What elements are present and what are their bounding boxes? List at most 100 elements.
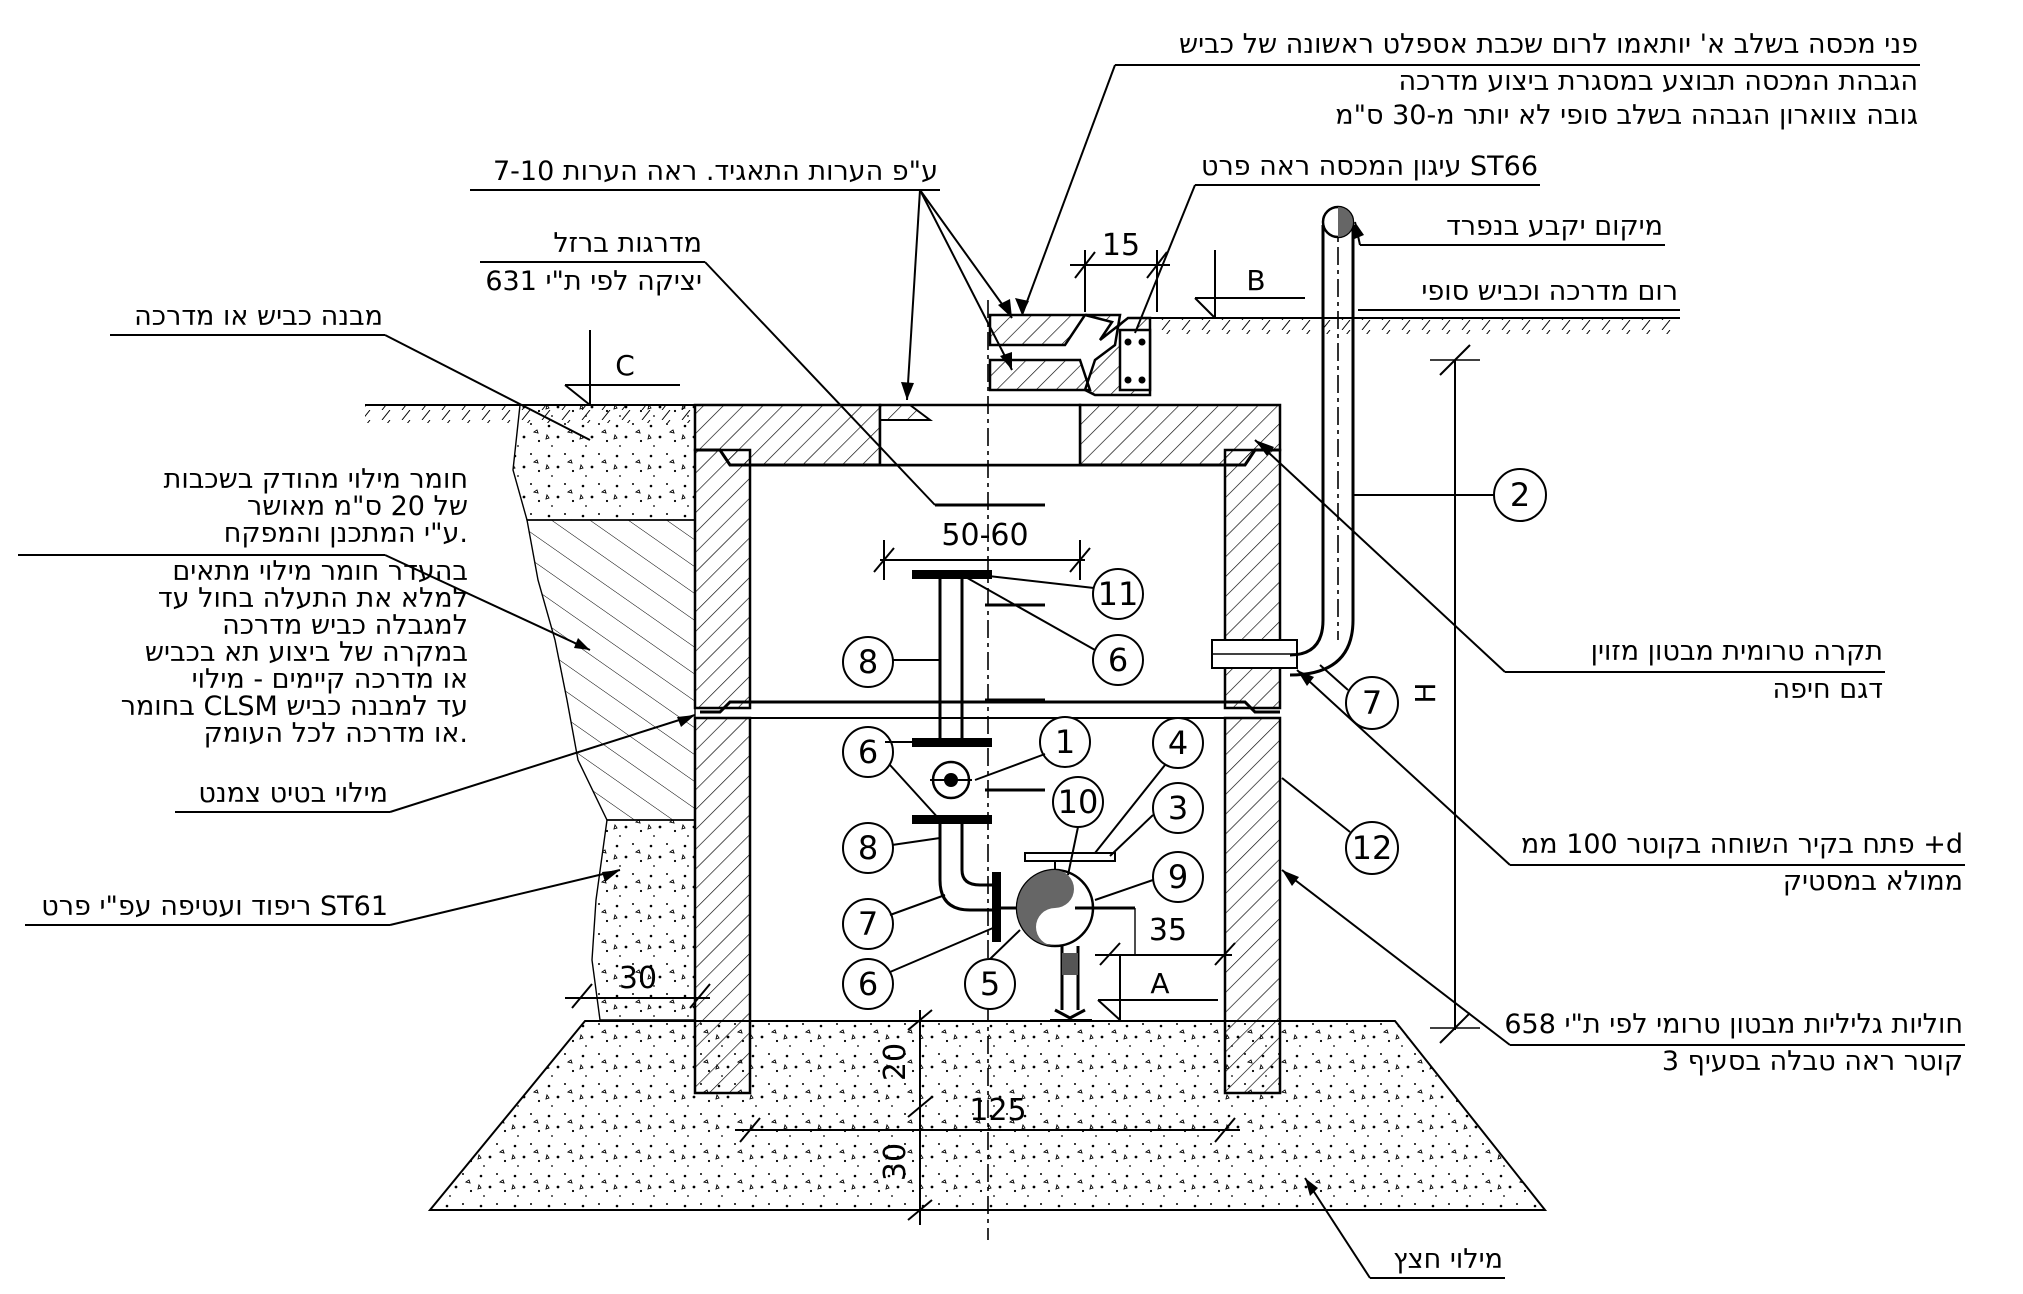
note-backfill-1: חומר מילוי מהודק בשכבות — [164, 464, 468, 495]
vent-pipe — [1289, 205, 1355, 677]
note-gravel: מילוי חצץ — [1393, 1244, 1503, 1275]
leader-arrowheads — [574, 222, 1364, 1196]
level-marker-a — [1097, 955, 1218, 1021]
manhole-wall-right-upper — [1223, 448, 1282, 710]
bubble-1-label: 1 — [1055, 723, 1075, 761]
bubble-6a — [1092, 634, 1144, 686]
bubble-11-label: 11 — [1098, 575, 1139, 613]
ring-joint-mid — [700, 700, 1280, 714]
note-padding: ריפוד ועטיפה עפ"י פרט ST61 — [41, 891, 388, 922]
dim-15 — [1070, 250, 1170, 312]
anchor-rebar-3 — [1124, 376, 1132, 384]
cover-upper — [988, 313, 1088, 347]
bubble-11 — [1092, 568, 1144, 620]
valve-assembly — [912, 570, 1135, 1021]
note-rings-1: חוליות גליליות מבטון טרומי לפי ת"י 658 — [1504, 1009, 1963, 1040]
note-backfill-5: למלא את התעלה בחול עד — [158, 583, 468, 614]
dim-35-label: 35 — [1149, 913, 1187, 948]
manhole-wall-left-lower — [693, 716, 752, 1095]
bubble-leaders — [885, 494, 1494, 973]
level-c-label: C — [615, 349, 635, 382]
anchor-rebar-1 — [1124, 338, 1132, 346]
bubble-3 — [1152, 782, 1204, 834]
note-location: מיקום יקבע בנפרד — [1446, 211, 1663, 242]
note-opening-1: פתח בקיר השוחה בקוטר 100 ממ +d — [1521, 829, 1963, 860]
ground-hatch-right — [1150, 318, 1680, 334]
bubble-7b-label: 7 — [858, 905, 878, 943]
bubble-9 — [1152, 851, 1204, 903]
level-marker-c — [564, 330, 680, 406]
bubble-6b — [842, 726, 894, 778]
note-backfill-4: בהעדר חומר מילוי מתאים — [172, 556, 468, 587]
bubble-8a — [842, 636, 894, 688]
note-sidewalk-level: רום מדרכה וכביש סופי — [1421, 276, 1678, 307]
dim-20-30 — [907, 1009, 933, 1225]
bubble-7a-label: 7 — [1362, 684, 1382, 722]
bubble-8b-label: 8 — [858, 829, 878, 867]
note-backfill-2: של 20 ס"מ מאושר — [247, 491, 468, 522]
bubble-8a-label: 8 — [858, 643, 878, 681]
note-cover-face-1: פני מכסה בשלב א' יותאמו לרום שכבת אספלט … — [1179, 29, 1918, 60]
dim-h-label: H — [1409, 682, 1442, 703]
level-b-label: B — [1246, 264, 1265, 297]
note-backfill-6: למגבלה כביש מדרכה — [222, 610, 468, 641]
dim-35 — [1095, 908, 1236, 966]
frame-anchor-bar — [1118, 328, 1152, 392]
roof-slab-left — [693, 403, 882, 467]
note-cover-face-3: גובה צווארון הגבהה בשלב סופי לא יותר מ-3… — [1335, 100, 1918, 131]
bubble-2-label: 2 — [1510, 476, 1530, 514]
note-cement-fill: מילוי בטיט צמנט — [198, 778, 388, 809]
bubble-1 — [1039, 716, 1091, 768]
bubble-10-label: 10 — [1058, 783, 1099, 821]
manhole-wall-left-upper — [693, 448, 752, 710]
bubble-4 — [1152, 717, 1204, 769]
anchor-rebar-4 — [1138, 376, 1146, 384]
dim-50-60 — [873, 540, 1091, 580]
dim-125-label: 125 — [969, 1093, 1026, 1128]
note-backfill-8: או מדרכה קיימים - מילוי — [192, 664, 468, 695]
dim-125 — [735, 1117, 1240, 1143]
roof-slab-notch — [879, 404, 933, 421]
note-backfill-3: ע"י המתכנן והמפקח. — [224, 518, 468, 549]
note-steps-2: יציקה לפי ת"י 631 — [485, 266, 702, 297]
bubble-5-label: 5 — [980, 965, 1000, 1003]
note-backfill-10: או מדרכה לכל העומק. — [204, 718, 468, 749]
dim-30-wall — [565, 983, 711, 1009]
backfill-upper — [512, 404, 696, 521]
note-road-structure: מבנה כביש או מדרכה — [134, 301, 383, 332]
note-opening-2: ממולא במסטיק — [1783, 866, 1963, 897]
manhole-wall-right-lower — [1223, 716, 1282, 1095]
dim-20-label: 20 — [878, 1043, 913, 1081]
dim-h — [1430, 344, 1480, 1044]
note-rings-2: קוטר ראה טבלה בסעיף 3 — [1662, 1046, 1963, 1077]
note-slab-1: תקרה טרומית מבטון מזוין — [1591, 636, 1883, 667]
note-leaders — [18, 64, 1965, 1279]
bubble-4-label: 4 — [1168, 724, 1188, 762]
bubble-6c-label: 6 — [858, 965, 878, 1003]
bubble-6a-label: 6 — [1108, 641, 1128, 679]
bubble-12 — [1345, 821, 1399, 875]
note-slab-2: דגם חיפה — [1772, 674, 1883, 705]
note-backfill-7: במקרה של ביצוע תא בכביש — [145, 637, 468, 668]
level-a-label: A — [1150, 967, 1169, 1000]
dim-30-wall-label: 30 — [619, 961, 657, 996]
bubble-9-label: 9 — [1168, 858, 1188, 896]
bubble-8b — [842, 822, 894, 874]
note-steps-1: מדרגות ברזל — [553, 228, 702, 259]
dim-30-base-label: 30 — [878, 1143, 913, 1181]
cover-lower — [988, 358, 1092, 392]
bubble-6c — [842, 958, 894, 1010]
bubble-3-label: 3 — [1168, 789, 1188, 827]
bubble-7b — [842, 898, 894, 950]
backfill-hatched — [526, 519, 696, 821]
bubble-6b-label: 6 — [858, 733, 878, 771]
level-marker-b — [1194, 250, 1305, 319]
anchor-rebar-2 — [1138, 338, 1146, 346]
bubble-12-label: 12 — [1352, 829, 1393, 867]
roof-slab-right — [1078, 403, 1282, 467]
note-cover-face-2: הגבהת המכסה תבוצע במסגרת ביצוע מדרכה — [1399, 66, 1918, 97]
bubble-7a — [1345, 676, 1399, 730]
dim-50-60-label: 50-60 — [941, 518, 1028, 553]
note-cover-anchor: עיגון המכסה ראה פרט ST66 — [1201, 151, 1538, 182]
